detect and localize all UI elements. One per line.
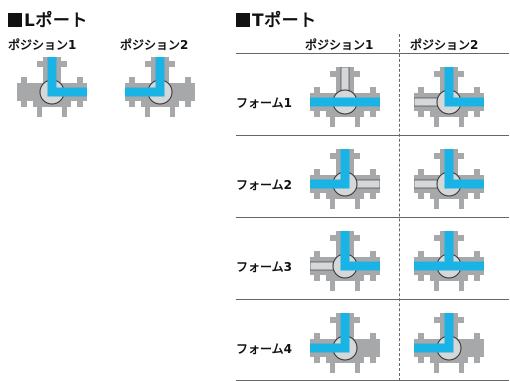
left-foot bbox=[434, 117, 439, 127]
left-foot bbox=[330, 117, 335, 127]
flow-path-top bbox=[47, 57, 57, 97]
flow-path-top bbox=[340, 313, 350, 353]
left-foot bbox=[434, 363, 439, 373]
flow-path-right bbox=[444, 179, 484, 189]
form4-label: フォーム4 bbox=[236, 342, 292, 356]
right-foot bbox=[459, 363, 464, 373]
flow-path-top bbox=[444, 231, 454, 271]
flow-path-left bbox=[310, 97, 350, 107]
flow-path-right bbox=[444, 97, 484, 107]
table-divider bbox=[236, 299, 509, 300]
flow-path-top bbox=[444, 149, 454, 189]
right-foot bbox=[459, 117, 464, 127]
left-foot bbox=[330, 281, 335, 291]
right-foot bbox=[459, 281, 464, 291]
l-position2-label: ポジション2 bbox=[120, 38, 189, 52]
t-port-form2-position2-valve bbox=[414, 149, 484, 209]
left-foot bbox=[434, 281, 439, 291]
right-foot bbox=[355, 363, 360, 373]
t-port-form3-position2-valve bbox=[414, 231, 484, 291]
flow-path-right bbox=[340, 261, 380, 271]
l-position1-label: ポジション1 bbox=[8, 38, 77, 52]
flow-path-top bbox=[340, 231, 350, 271]
right-foot bbox=[355, 117, 360, 127]
right-foot bbox=[170, 107, 175, 117]
left-foot bbox=[330, 363, 335, 373]
t-port-form2-position1-valve bbox=[310, 149, 380, 209]
t-port-form4-position2-valve bbox=[414, 313, 484, 373]
t-position2-label: ポジション2 bbox=[410, 38, 479, 52]
l-port-valve-position2 bbox=[125, 57, 195, 117]
square-bullet-icon bbox=[236, 13, 250, 27]
right-flange bbox=[474, 333, 480, 363]
flow-path-left bbox=[414, 343, 454, 353]
right-foot bbox=[459, 199, 464, 209]
flow-path-right bbox=[444, 261, 484, 271]
right-foot bbox=[62, 107, 67, 117]
left-foot bbox=[434, 199, 439, 209]
flow-path-top bbox=[155, 57, 165, 97]
right-flange bbox=[185, 77, 191, 107]
flow-path-left bbox=[310, 343, 350, 353]
table-divider bbox=[236, 53, 509, 54]
flow-path-right bbox=[340, 97, 380, 107]
form2-label: フォーム2 bbox=[236, 178, 292, 192]
l-port-title-text: Lポート bbox=[24, 11, 88, 31]
table-divider bbox=[236, 217, 509, 218]
left-flange bbox=[21, 77, 27, 107]
l-port-valve-position1 bbox=[17, 57, 87, 117]
t-port-title: Tポート bbox=[236, 6, 317, 31]
right-foot bbox=[355, 199, 360, 209]
l-port-title: Lポート bbox=[8, 6, 88, 31]
t-port-form4-position1-valve bbox=[310, 313, 380, 373]
t-port-form1-position2-valve bbox=[414, 67, 484, 127]
square-bullet-icon bbox=[8, 13, 22, 27]
column-divider bbox=[399, 34, 400, 381]
flow-path-top bbox=[444, 313, 454, 353]
t-port-form1-position1-valve bbox=[310, 67, 380, 127]
flow-path-right bbox=[47, 87, 87, 97]
t-port-form3-position1-valve bbox=[310, 231, 380, 291]
flow-path-left bbox=[125, 87, 165, 97]
left-foot bbox=[145, 107, 150, 117]
form1-label: フォーム1 bbox=[236, 96, 292, 110]
t-position1-label: ポジション1 bbox=[305, 38, 374, 52]
t-port-title-text: Tポート bbox=[252, 11, 317, 31]
left-foot bbox=[37, 107, 42, 117]
table-divider bbox=[236, 135, 509, 136]
flow-path-top bbox=[340, 149, 350, 189]
right-foot bbox=[355, 281, 360, 291]
form3-label: フォーム3 bbox=[236, 260, 292, 274]
flow-path-top bbox=[444, 67, 454, 107]
right-flange bbox=[370, 333, 376, 363]
left-foot bbox=[330, 199, 335, 209]
flow-path-left bbox=[310, 179, 350, 189]
flow-path-left bbox=[414, 261, 454, 271]
